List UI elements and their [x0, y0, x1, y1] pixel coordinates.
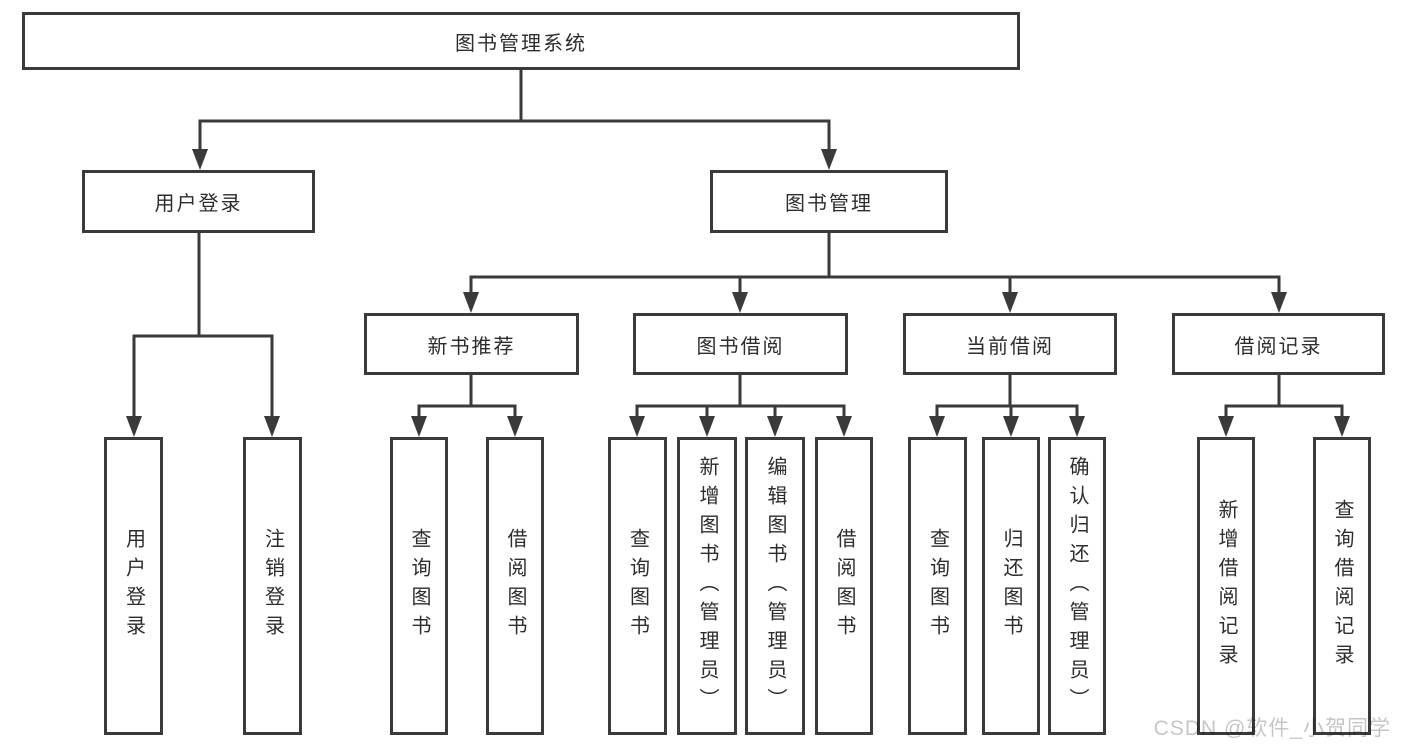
leaf-user-login: 用户登录: [104, 437, 163, 735]
leaf-br-add-borrow-record-label: 新增借阅记录: [1215, 499, 1237, 673]
node-borrowing-records-label: 借阅记录: [1234, 335, 1323, 358]
leaf-cb-return-books: 归还图书: [982, 437, 1040, 735]
leaf-nbr-query-books-label: 查询图书: [408, 528, 430, 644]
csdn-watermark: CSDN @软件_小贺同学: [1153, 717, 1391, 740]
leaf-bb-borrow-books-label: 借阅图书: [833, 528, 855, 644]
leaf-nbr-borrow-books: 借阅图书: [486, 437, 544, 735]
leaf-bb-add-books-admin: 新增图书（管理员）: [677, 437, 737, 735]
node-root-label: 图书管理系统: [455, 32, 587, 55]
node-user-login: 用户登录: [82, 170, 315, 233]
node-book-borrowing-label: 图书借阅: [696, 335, 785, 358]
node-current-borrowing-label: 当前借阅: [966, 335, 1054, 358]
node-root: 图书管理系统: [22, 12, 1020, 70]
leaf-br-add-borrow-record: 新增借阅记录: [1197, 437, 1255, 735]
node-borrowing-records: 借阅记录: [1172, 313, 1385, 375]
node-book-management-label: 图书管理: [785, 193, 873, 215]
leaf-cb-confirm-return-admin: 确认归还（管理员）: [1048, 437, 1106, 735]
leaf-cb-query-books-label: 查询图书: [926, 528, 949, 644]
leaf-bb-borrow-books: 借阅图书: [815, 437, 873, 735]
leaf-bb-query-books: 查询图书: [608, 437, 667, 735]
leaf-nbr-borrow-books-label: 借阅图书: [504, 528, 526, 644]
node-user-login-label: 用户登录: [154, 193, 243, 215]
leaf-cb-confirm-return-admin-label: 确认归还（管理员）: [1066, 455, 1088, 717]
leaf-bb-add-books-admin-label: 新增图书（管理员）: [696, 455, 718, 717]
leaf-logout-label: 注销登录: [261, 528, 284, 644]
node-new-book-recommendation: 新书推荐: [364, 313, 579, 375]
node-book-borrowing: 图书借阅: [633, 313, 848, 375]
node-new-book-recommendation-label: 新书推荐: [427, 335, 516, 358]
leaf-br-query-borrow-record-label: 查询借阅记录: [1331, 499, 1353, 673]
leaf-br-query-borrow-record: 查询借阅记录: [1313, 437, 1371, 735]
node-book-management: 图书管理: [710, 170, 948, 233]
leaf-bb-edit-books-admin-label: 编辑图书（管理员）: [764, 455, 786, 717]
leaf-user-login-label: 用户登录: [122, 528, 145, 644]
leaf-bb-query-books-label: 查询图书: [626, 528, 649, 644]
leaf-cb-return-books-label: 归还图书: [1000, 528, 1022, 644]
leaf-cb-query-books: 查询图书: [908, 437, 967, 735]
leaf-nbr-query-books: 查询图书: [390, 437, 448, 735]
node-current-borrowing: 当前借阅: [903, 313, 1117, 375]
leaf-logout: 注销登录: [243, 437, 302, 735]
leaf-bb-edit-books-admin: 编辑图书（管理员）: [745, 437, 805, 735]
